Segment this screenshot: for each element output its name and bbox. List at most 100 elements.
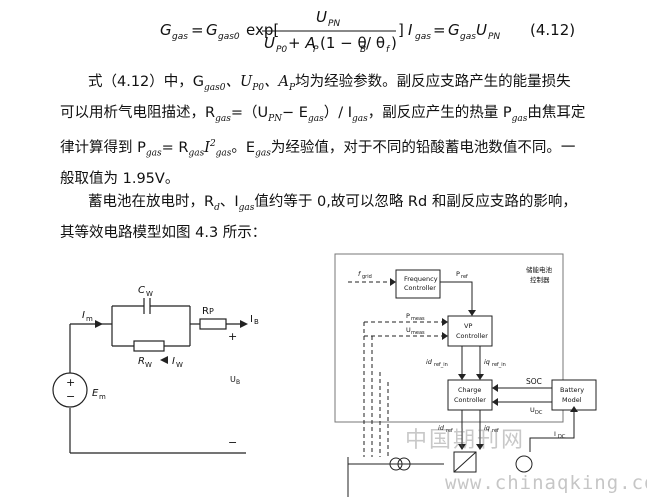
eq-lhs-sub: gas [172,32,188,42]
arrow-iqref-icon [476,444,484,450]
enclosure-title-1: 储能电池 [526,265,553,274]
label-ub-plus: + [228,330,237,343]
arrow-idref-in-icon [458,374,466,380]
eq-numerator: U [316,8,327,26]
inverter-slash [453,451,477,473]
ib-arrow-icon [240,320,248,328]
eq-den-rest: (1 − θ [320,34,367,52]
para1-line4: 般取值为 1.95V。 [60,170,180,187]
eq-g2-sub: gas [460,32,476,42]
label-iw: I [172,356,175,367]
equation-4-12: G gas = G gas0 exp[ U PN U P0 + A P (1 −… [160,8,575,55]
label-rw-sub: W [145,361,152,369]
idc-line [529,410,575,452]
charge-controller-block [447,379,493,411]
eq-g0: G [206,21,218,39]
paragraph-1: 式（4.12）中，Ggas0、UP0、AP均为经验参数。副反应支路产生的能量损失… [60,70,600,192]
label-rw: R [138,356,145,367]
eq-den-u: U [264,34,275,52]
battery-model-label-1: Battery [560,386,584,394]
label-em-sub: m [99,393,106,401]
arrow-udc-icon [492,398,498,406]
freq-controller-label-2: Controller [404,284,436,292]
eq-equals-2: = [433,21,446,39]
arrow-idref-icon [458,444,466,450]
label-pmeas-sub: meas [411,316,425,322]
inverter-block [453,451,477,473]
label-rp-sub: P [209,307,214,316]
dc-source-symbol [515,455,533,473]
label-ib: I [250,314,253,325]
label-ub-sub: B [236,379,240,386]
paragraph-2: 蓄电池在放电时，Rd、Igas值约等于 0,故可以忽略 Rd 和副反应支路的影响… [60,190,600,246]
charge-controller-label-1: Charge [458,386,481,394]
label-ub: U [230,375,236,384]
vp-controller-label-1: VP [464,322,472,330]
label-fgrid-sub: grid [362,274,372,280]
eq-equals: = [191,21,204,39]
arrow-idc-icon [570,406,578,412]
watermark-cn: 中国期刊网 [405,428,526,453]
label-rp: R [202,306,209,317]
vp-controller-block [447,315,493,347]
para1-line3: 律计算得到 Pgas= RgasI2gas。Egas为经验值，对于不同的铅酸蓄电… [60,138,576,159]
eq-den-ap: + A [288,34,316,52]
equivalent-circuit-figure: C W R P I m I B R W I W E m U B + − + − [52,285,259,454]
label-iqref-in: iq [484,358,490,366]
label-fgrid: f [358,270,362,278]
label-soc: SOC [526,377,542,386]
label-pmeas: P [406,312,410,320]
label-idc-sub: DC [558,434,566,440]
label-im-sub: m [86,315,93,323]
arrow-pmeas-icon [442,318,448,326]
eq-den-u-sub: P0 [276,45,287,55]
label-ib-sub: B [254,318,259,326]
eq-theta-rest: / θ [366,34,385,52]
label-udc: U [530,406,535,414]
eq-igas: I [408,21,413,39]
im-arrow-icon [95,320,103,328]
eq-g0-sub: gas0 [218,32,240,42]
eq-theta-f-sub: f [386,45,391,55]
vp-controller-label-2: Controller [456,332,488,340]
label-umeas-sub: meas [411,330,425,336]
battery-model-label-2: Model [562,396,582,404]
eq-bracket-close: ] [398,21,404,39]
resistor-rp [199,318,227,330]
label-iw-sub: W [176,361,183,369]
label-idref-in: id [426,358,433,366]
watermark-url: www.chinaqking.com [445,472,647,494]
label-udc-sub: DC [535,410,543,416]
enclosure-title-2: 控制器 [530,275,550,284]
label-im: I [82,310,85,321]
eq-u2-sub: PN [488,32,500,42]
label-cw-sub: W [146,290,153,298]
label-iqref-sub: ref [492,428,499,434]
label-ub-minus: − [228,436,237,449]
frequency-controller-block [395,269,441,299]
controller-enclosure [334,253,564,423]
arrow-iqref-in-icon [476,374,484,380]
para1-line1: 式（4.12）中，Ggas0、UP0、AP均为经验参数。副反应支路产生的能量损失 [88,74,571,93]
eq-lhs: G [160,21,172,39]
label-idref-sub: ref [446,428,453,434]
pref-line [440,281,473,312]
eq-number: (4.12) [530,21,575,39]
eq-numerator-sub: PN [328,19,340,29]
eq-u2: U [476,21,487,39]
label-iqref: iq [484,424,490,432]
label-idc: I [554,430,556,438]
eq-g2: G [448,21,460,39]
para1-line2: 可以用析气电阻描述，Rgas=（UPN− Egas）/ Igas，副反应产生的热… [60,104,586,124]
transformer-coil-2 [397,457,411,471]
para2-line1: 蓄电池在放电时，Rd、Igas值约等于 0,故可以忽略 Rd 和副反应支路的影响… [88,194,577,213]
source-minus: − [66,390,75,403]
storage-controller-block-diagram: f grid Frequency Controller P ref P meas… [334,253,597,497]
label-idref-in-sub: ref_in [434,362,448,368]
source-plus: + [66,376,75,389]
label-pref: P [456,270,460,278]
label-idref: id [438,424,445,432]
battery-model-block [551,379,597,411]
eq-theta-b-sub: B [360,45,366,55]
label-umeas: U [406,326,411,334]
